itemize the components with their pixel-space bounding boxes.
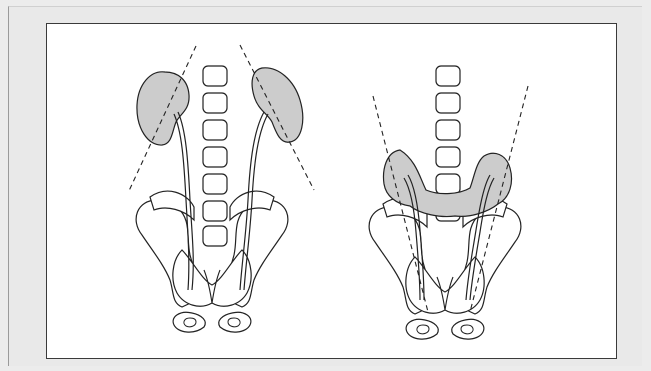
horseshoe-kidney-figure bbox=[369, 66, 528, 339]
left-kidney-right bbox=[137, 72, 189, 145]
left-spine bbox=[203, 66, 227, 246]
left-kidney-left bbox=[252, 68, 303, 142]
normal-kidneys-figure bbox=[128, 45, 314, 332]
